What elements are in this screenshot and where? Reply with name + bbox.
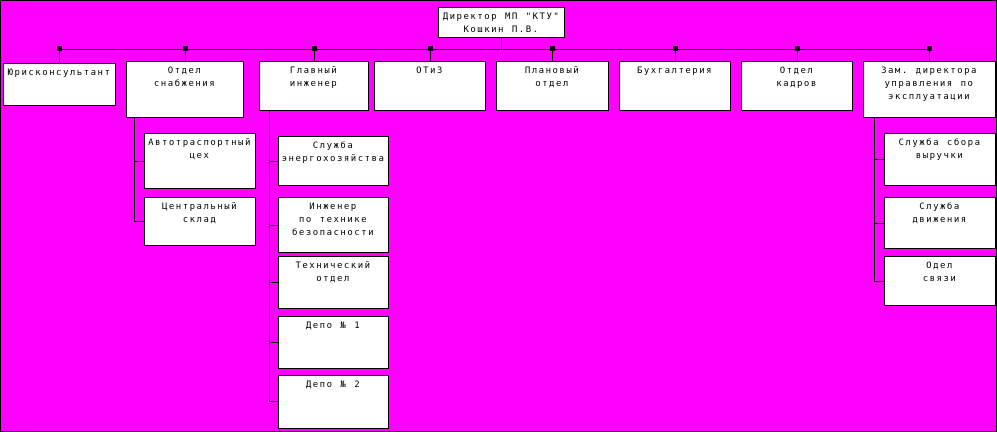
connector-junction-dot xyxy=(312,46,317,51)
connector-deputy-stub-1 xyxy=(874,159,884,160)
org-node-label: Служба сбора выручки xyxy=(898,138,982,161)
org-node-energy-service: Служба энергохозяйства xyxy=(278,136,389,186)
connector-drop-otiz xyxy=(430,49,431,61)
org-node-label: Плановый отдел xyxy=(524,66,581,89)
org-node-comms-dept: Одел связи xyxy=(884,256,996,306)
connector-drop-planning xyxy=(552,49,553,61)
connector-main-rail xyxy=(59,49,930,50)
org-node-accounting: Бухгалтерия xyxy=(619,61,731,111)
org-node-label: Автотраспортный цех xyxy=(148,138,252,161)
connector-supply-stub-1 xyxy=(134,161,144,162)
org-node-central-warehouse: Центральный склад xyxy=(144,197,256,246)
org-node-transport-shop: Автотраспортный цех xyxy=(144,133,256,189)
org-node-label: Юрисконсультант xyxy=(7,68,112,78)
connector-junction-dot xyxy=(795,46,800,51)
org-node-label: Бухгалтерия xyxy=(636,66,714,76)
org-node-label: Депо № 2 xyxy=(305,380,362,390)
connector-junction-dot xyxy=(428,46,433,51)
org-node-label: Служба движения xyxy=(912,202,968,225)
org-node-label: Центральный склад xyxy=(161,202,239,225)
connector-deputy-stub-2 xyxy=(874,223,884,224)
connector-engineer-stub-4 xyxy=(269,342,278,343)
connector-junction-dot xyxy=(673,46,678,51)
connector-drop-hr xyxy=(797,49,798,61)
connector-junction-dot xyxy=(57,46,62,51)
connector-deputy-branch xyxy=(874,118,875,281)
org-node-label: ОТиЗ xyxy=(416,66,444,76)
org-node-depot-2: Депо № 2 xyxy=(278,375,389,429)
org-node-technical-dept: Технический отдел xyxy=(278,256,389,309)
org-node-supply-dept: Отдел снабжения xyxy=(126,61,244,118)
org-node-label: Инженер по технике безопасности xyxy=(291,202,376,238)
org-node-label: Директор МП "КТУ" Кошкин П.В. xyxy=(442,12,561,35)
org-node-hr-dept: Отдел кадров xyxy=(741,61,853,111)
org-node-otiz: ОТиЗ xyxy=(374,61,486,111)
connector-root-drop xyxy=(501,38,502,49)
connector-junction-dot xyxy=(183,46,188,51)
org-node-traffic-service: Служба движения xyxy=(884,197,996,249)
org-node-depot-1: Депо № 1 xyxy=(278,316,389,369)
connector-drop-supply xyxy=(185,49,186,61)
org-node-label: Технический отдел xyxy=(295,261,372,284)
org-node-director: Директор МП "КТУ" Кошкин П.В. xyxy=(438,7,565,38)
connector-supply-stub-2 xyxy=(134,221,144,222)
connector-engineer-stub-5 xyxy=(269,401,278,402)
org-node-label: Отдел снабжения xyxy=(153,66,217,89)
connector-deputy-stub-3 xyxy=(874,281,884,282)
connector-engineer-stub-1 xyxy=(269,161,278,162)
connector-drop-chief-engineer xyxy=(314,49,315,61)
org-node-label: Депо № 1 xyxy=(305,321,362,331)
org-node-label: Отдел кадров xyxy=(776,66,818,89)
org-node-chief-engineer: Главный инженер xyxy=(259,61,369,111)
org-node-legal-counsel: Юрисконсультант xyxy=(3,63,116,106)
connector-drop-accounting xyxy=(675,49,676,61)
connector-drop-legal xyxy=(59,49,60,63)
connector-drop-deputy xyxy=(929,49,930,61)
org-node-revenue-service: Служба сбора выручки xyxy=(884,133,996,186)
org-node-label: Служба энергохозяйства xyxy=(281,141,386,164)
connector-junction-dot xyxy=(550,46,555,51)
org-node-planning-dept: Плановый отдел xyxy=(496,61,609,111)
connector-engineer-branch xyxy=(269,111,270,402)
org-node-safety-engineer: Инженер по технике безопасности xyxy=(278,197,389,253)
connector-engineer-stub-2 xyxy=(269,225,278,226)
org-node-deputy-director: Зам. директора управления по эксплуатаци… xyxy=(863,61,996,118)
org-node-label: Зам. директора управления по эксплуатаци… xyxy=(881,66,978,102)
org-node-label: Главный инженер xyxy=(289,66,339,89)
connector-supply-branch xyxy=(134,118,135,222)
connector-junction-dot xyxy=(927,46,932,51)
connector-engineer-stub-3 xyxy=(269,282,278,283)
org-node-label: Одел связи xyxy=(922,261,958,284)
